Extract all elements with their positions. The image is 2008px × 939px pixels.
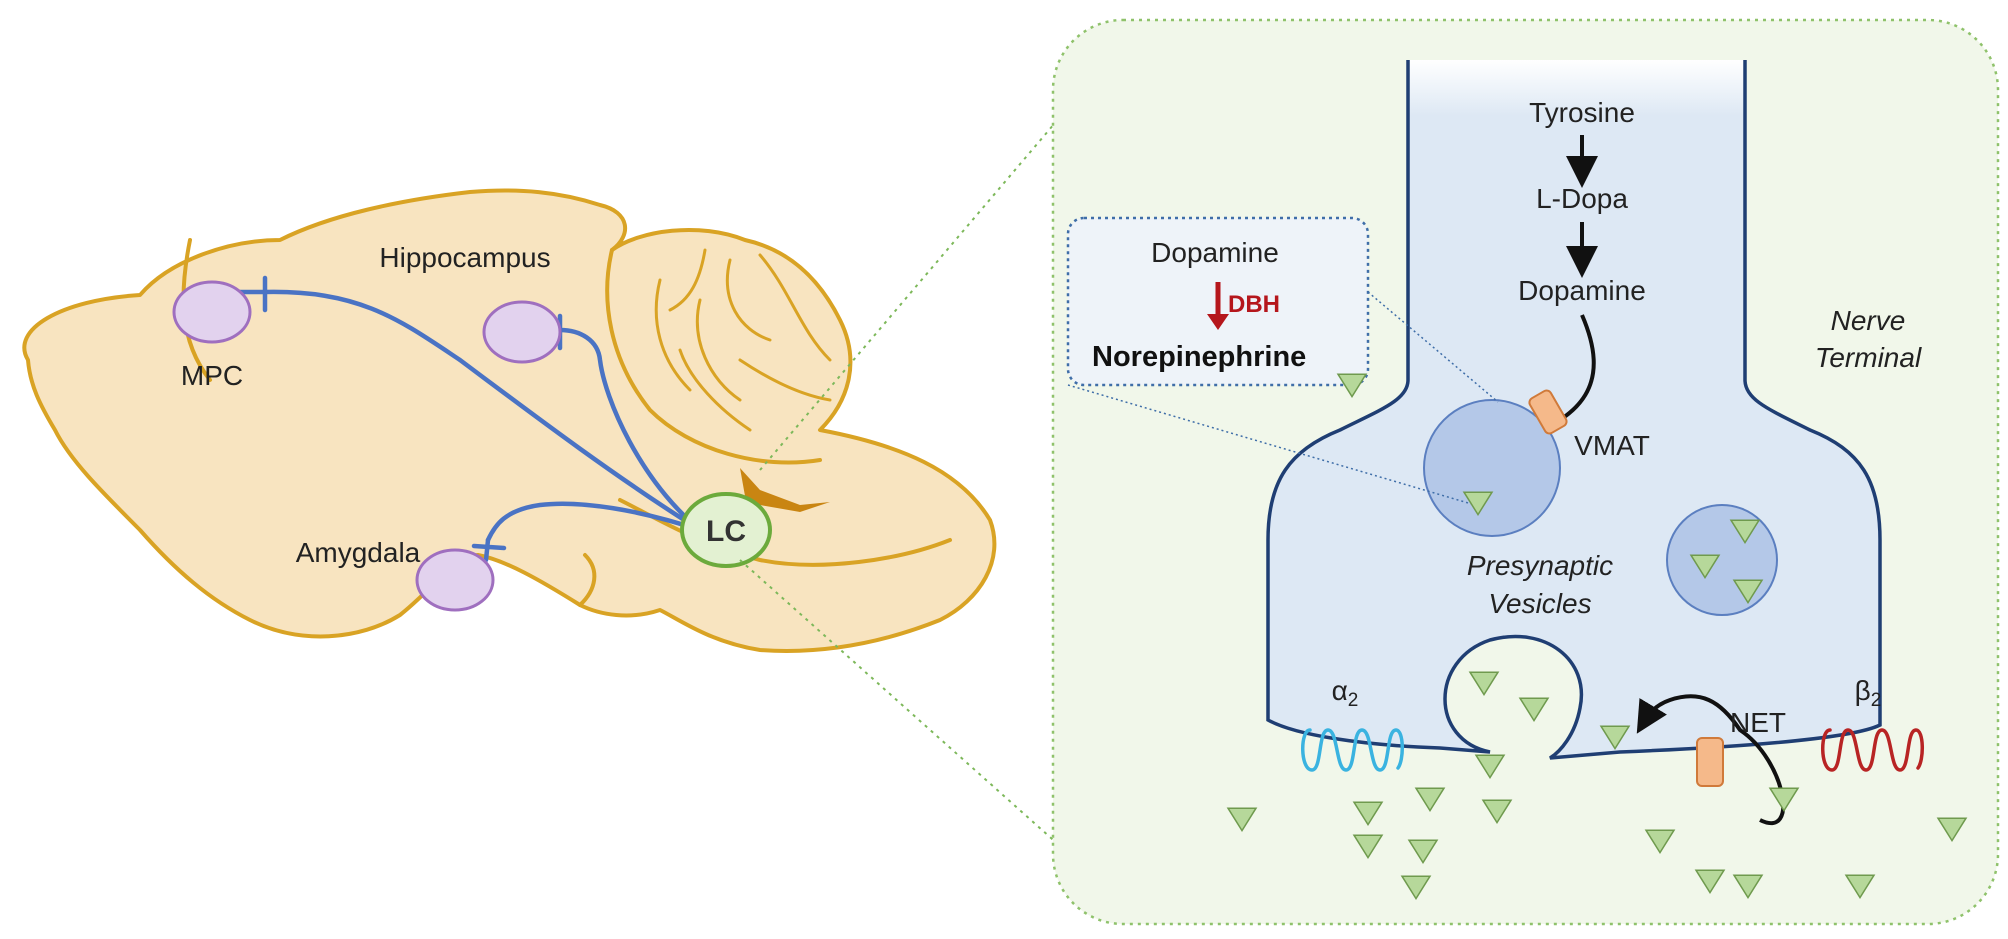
brainstem-line xyxy=(618,498,952,567)
ne-triangle xyxy=(1474,754,1506,780)
label-vesicles: Vesicles xyxy=(1488,588,1591,619)
ne-triangle xyxy=(1732,874,1764,900)
inset-norepinephrine: Norepinephrine xyxy=(1092,341,1306,373)
ne-triangle xyxy=(1400,875,1432,901)
ne-triangle xyxy=(1732,579,1764,605)
ne-triangle xyxy=(1407,839,1439,865)
lc-projections xyxy=(237,275,703,563)
vesicle-vmat xyxy=(1423,399,1561,537)
beta-symbol: β xyxy=(1855,675,1871,706)
inset-connector-top xyxy=(1367,291,1499,403)
cerebellum-border xyxy=(605,248,822,465)
label-net: NET xyxy=(1730,707,1786,738)
region-lc xyxy=(680,492,772,568)
ventral-fold xyxy=(578,553,597,607)
ne-triangle xyxy=(1468,671,1500,697)
label-mpc: MPC xyxy=(181,360,243,391)
ne-triangle xyxy=(1644,829,1676,855)
label-amygdala: Amygdala xyxy=(296,537,421,568)
pathway-tyrosine: Tyrosine xyxy=(1529,97,1635,128)
projection-hippocampus xyxy=(557,327,703,533)
projection-amygdala xyxy=(485,501,703,543)
ne-triangle xyxy=(1694,869,1726,895)
alpha-subscript: 2 xyxy=(1348,690,1359,711)
cerebellum-folia xyxy=(654,248,832,432)
inset-dopamine: Dopamine xyxy=(1151,237,1279,268)
ne-triangle xyxy=(1462,491,1494,517)
label-beta2: β2 xyxy=(1855,675,1882,711)
ne-triangle xyxy=(1936,817,1968,843)
ne-triangle xyxy=(1226,807,1258,833)
norepinephrine-molecules xyxy=(1226,373,1968,901)
label-nerve: Nerve xyxy=(1831,305,1906,336)
ne-triangle xyxy=(1844,874,1876,900)
ne-triangle xyxy=(1352,834,1384,860)
dbh-arrow xyxy=(1207,282,1229,330)
ne-triangle xyxy=(1599,725,1631,751)
label-presynaptic: Presynaptic xyxy=(1467,550,1613,581)
pathway-ldopa: L-Dopa xyxy=(1536,183,1628,214)
vmat-transporter xyxy=(1528,389,1568,435)
vesicle-filled xyxy=(1666,504,1778,616)
ne-triangle xyxy=(1414,787,1446,813)
ne-triangle xyxy=(1729,519,1761,545)
region-mpc xyxy=(172,280,252,344)
inset-enzyme-dbh: DBH xyxy=(1228,291,1280,318)
inset-connector-bottom xyxy=(1067,384,1476,506)
alpha2-receptor xyxy=(1301,728,1404,772)
label-lc: LC xyxy=(706,515,746,548)
ne-triangle xyxy=(1481,799,1513,825)
ne-triangle xyxy=(1518,697,1550,723)
ne-triangle xyxy=(1352,801,1384,827)
label-hippocampus: Hippocampus xyxy=(379,242,550,273)
projection-mpc xyxy=(262,289,703,533)
ne-triangle xyxy=(1768,787,1800,813)
region-amygdala xyxy=(415,548,495,612)
lc-nucleus-shape xyxy=(740,468,830,512)
region-hippocampus xyxy=(482,300,562,364)
alpha-symbol: α xyxy=(1332,675,1348,706)
synapse-mpc xyxy=(237,275,268,313)
net-transporter xyxy=(1696,737,1724,787)
beta2-receptor xyxy=(1821,728,1924,772)
ne-triangle xyxy=(1336,373,1368,399)
pathway-dopamine: Dopamine xyxy=(1518,275,1646,306)
label-vmat: VMAT xyxy=(1574,430,1650,461)
label-alpha2: α2 xyxy=(1332,675,1359,711)
ne-triangle xyxy=(1689,554,1721,580)
beta-subscript: 2 xyxy=(1871,690,1882,711)
label-terminal: Terminal xyxy=(1815,342,1922,373)
zoom-lines xyxy=(739,69,1101,856)
synapse-amygdala xyxy=(471,537,507,563)
